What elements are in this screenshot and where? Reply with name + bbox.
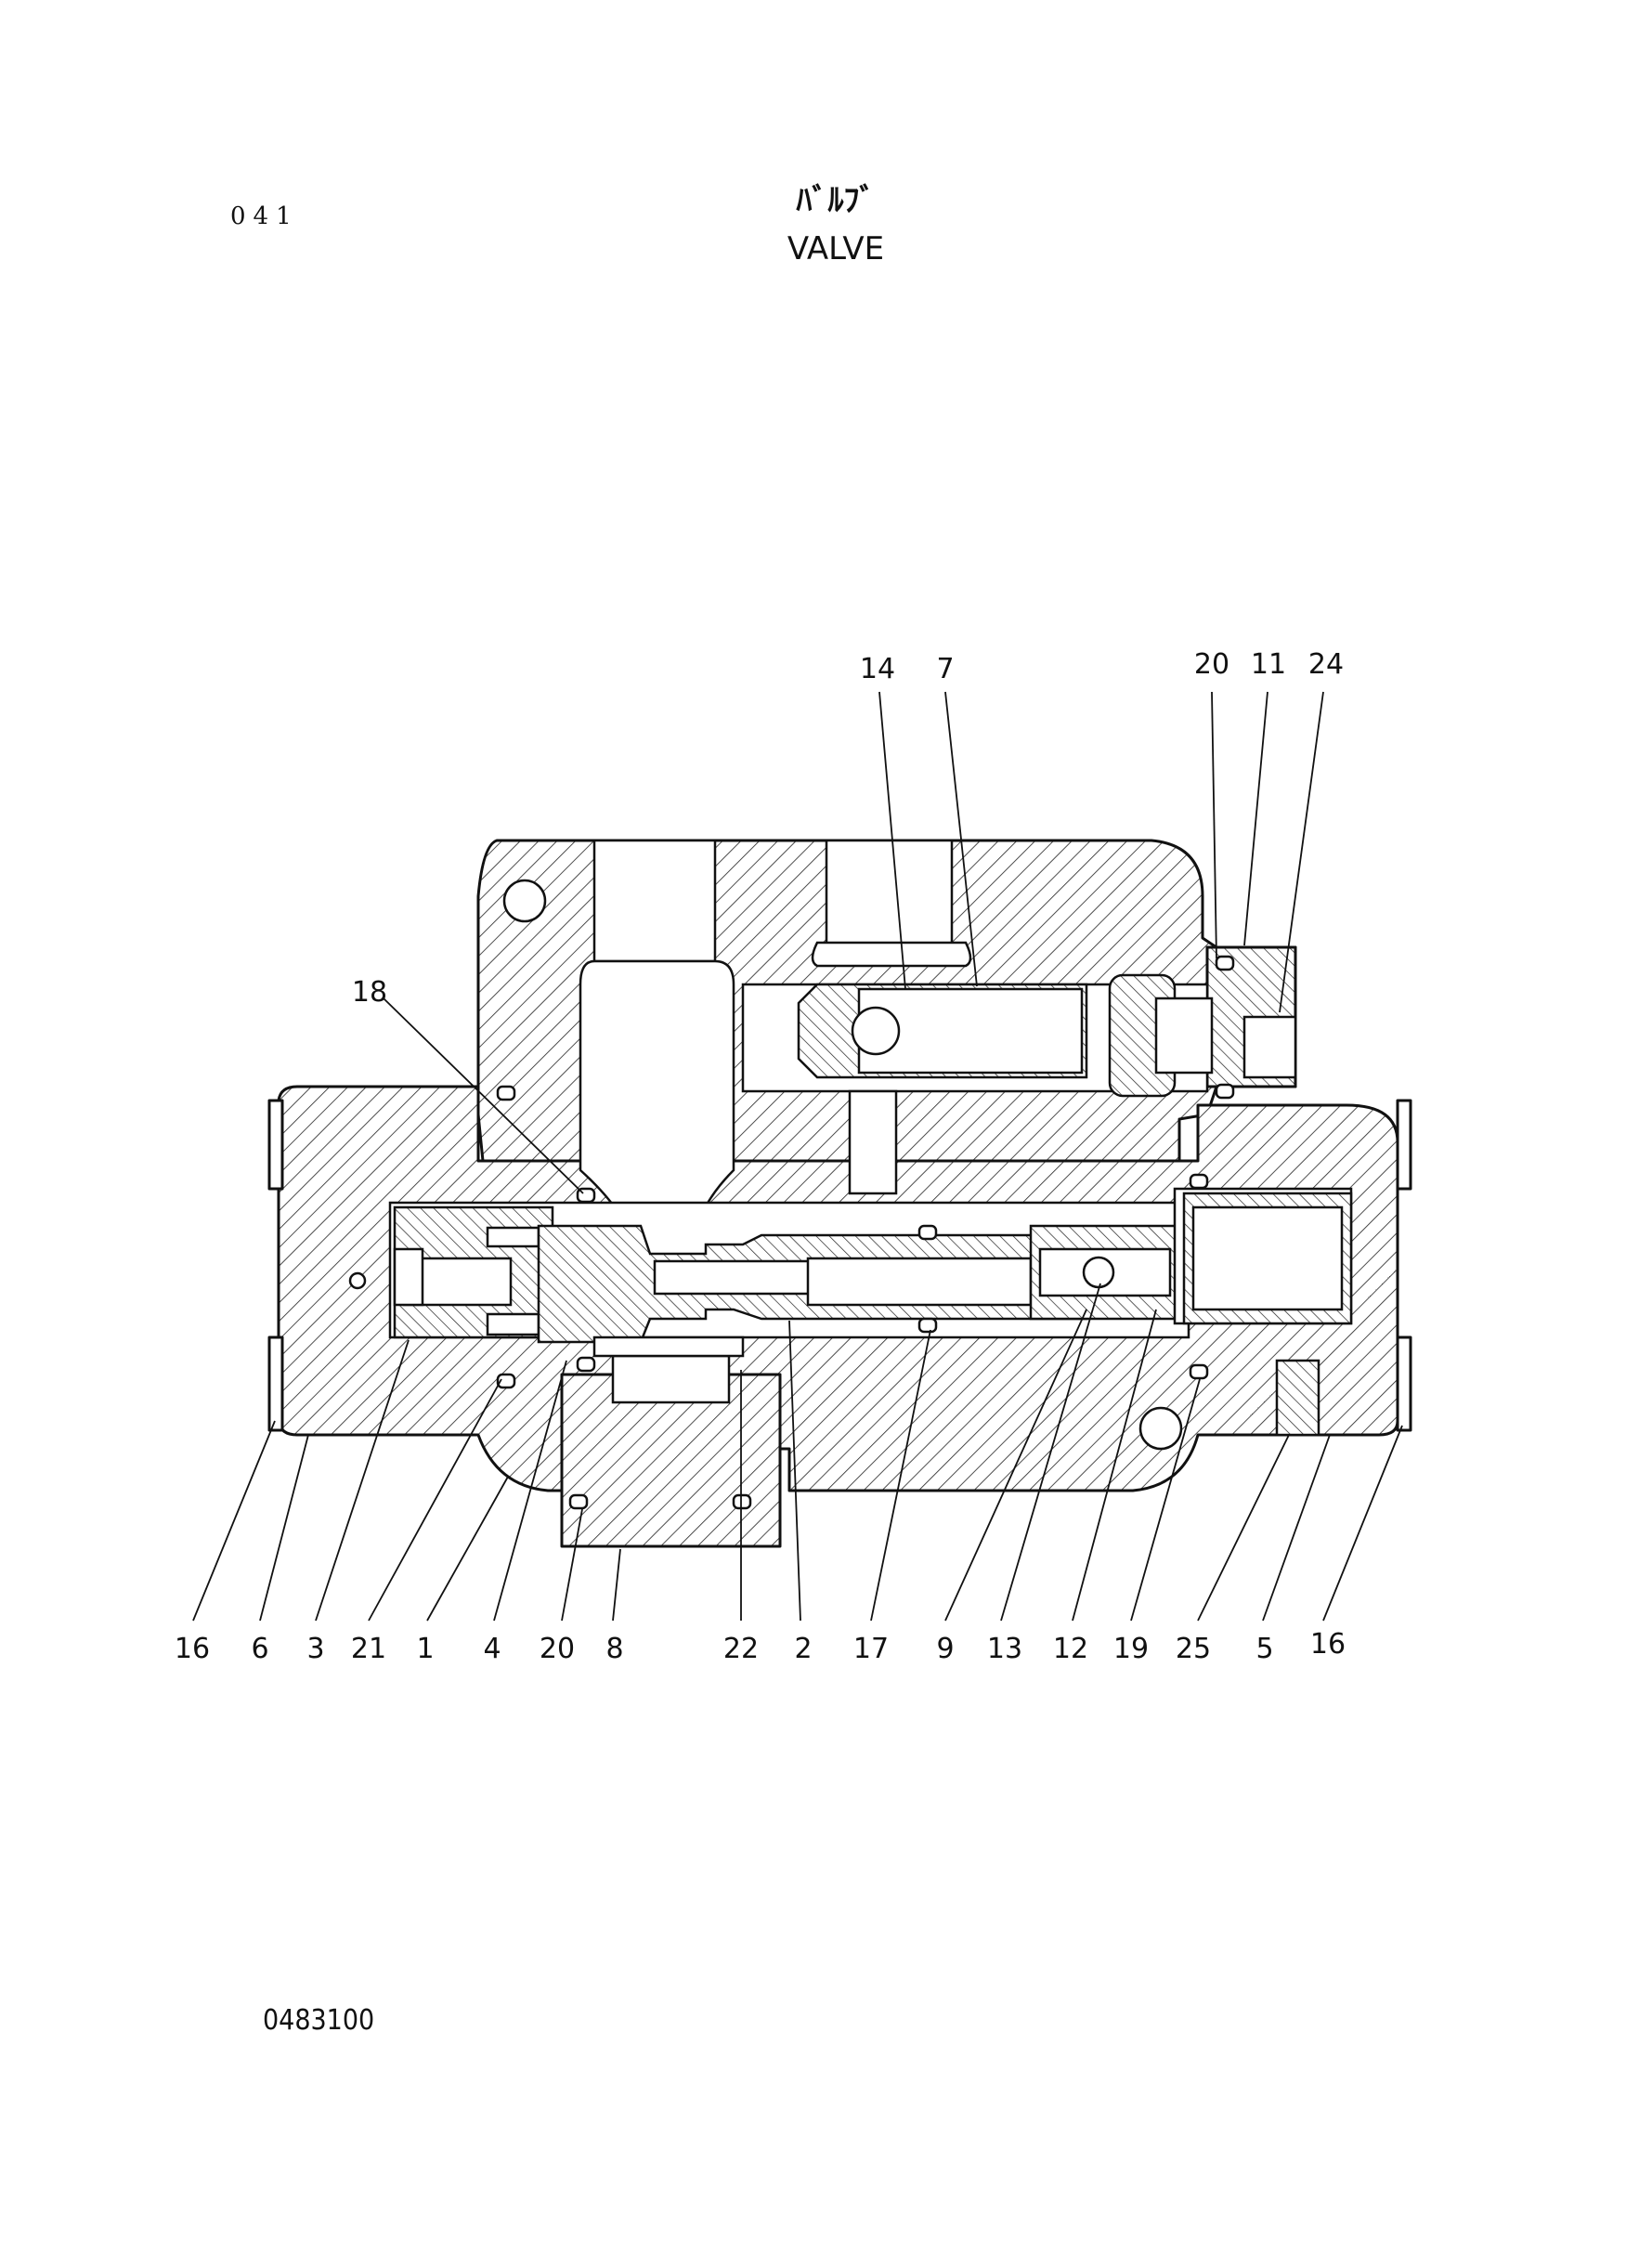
callout-bottom-21: 21 xyxy=(351,1633,386,1665)
callout-bottom-5: 5 xyxy=(1255,1633,1273,1665)
o-ring xyxy=(1189,1173,1209,1190)
left-ball xyxy=(348,1271,367,1290)
callout-bottom-6: 6 xyxy=(251,1633,268,1665)
callout-bottom-12: 12 xyxy=(1053,1633,1088,1665)
callout-bottom-16b: 16 xyxy=(1310,1628,1346,1661)
callout-bottom-22: 22 xyxy=(723,1633,759,1665)
spool-2-rod xyxy=(806,1257,1033,1307)
lower-port-neck xyxy=(592,1335,745,1358)
bolt-hole-lower-right xyxy=(1138,1406,1183,1451)
callout-left-18: 18 xyxy=(352,976,387,1009)
o-ring xyxy=(496,1085,516,1101)
callout-bottom-16: 16 xyxy=(175,1633,210,1665)
callout-top-7: 7 xyxy=(936,653,954,685)
left-plug-slot-bottom xyxy=(486,1312,540,1336)
o-ring xyxy=(917,1224,938,1241)
o-ring xyxy=(732,1493,752,1510)
right-plug-inner xyxy=(1191,1205,1344,1311)
callout-bottom-19: 19 xyxy=(1113,1633,1149,1665)
callout-bottom-4: 4 xyxy=(483,1633,501,1665)
port-neck xyxy=(811,941,972,968)
left-cap-top xyxy=(267,1099,284,1191)
left-plug-slot-top xyxy=(486,1226,540,1248)
o-ring xyxy=(496,1373,516,1389)
check-ball-13 xyxy=(1082,1256,1115,1289)
left-cap-bottom xyxy=(267,1335,284,1432)
port-upper-left xyxy=(592,839,717,963)
callout-bottom-8: 8 xyxy=(605,1633,623,1665)
callout-bottom-17: 17 xyxy=(853,1633,889,1665)
callout-top-14: 14 xyxy=(860,653,895,685)
bottom-plug xyxy=(560,1373,782,1548)
right-cap-bottom xyxy=(1396,1335,1412,1432)
callout-labels: 14 7 20 11 24 18 16 6 3 21 1 4 20 8 22 2… xyxy=(175,648,1346,1665)
o-ring xyxy=(1215,1083,1235,1100)
drawing-code: 0483100 xyxy=(263,2004,375,2037)
port-upper-middle xyxy=(825,839,954,954)
o-ring xyxy=(1189,1363,1209,1380)
o-ring xyxy=(917,1317,938,1334)
plunger-hole xyxy=(851,1006,901,1056)
callout-bottom-25: 25 xyxy=(1176,1633,1211,1665)
page-number: 041 xyxy=(230,202,299,230)
callout-bottom-2: 2 xyxy=(794,1633,812,1665)
callout-top-20: 20 xyxy=(1194,648,1229,681)
upper-cap-port xyxy=(1242,1015,1297,1079)
callout-bottom-13: 13 xyxy=(987,1633,1022,1665)
o-ring xyxy=(568,1493,589,1510)
upper-cap-bore xyxy=(1154,997,1214,1075)
bolt-hole-upper-left xyxy=(502,879,547,923)
o-rings xyxy=(496,955,1235,1510)
callout-bottom-3: 3 xyxy=(306,1633,324,1665)
o-ring xyxy=(1215,955,1235,971)
callout-top-24: 24 xyxy=(1308,648,1344,681)
leader-lines xyxy=(192,691,1403,1622)
right-cap-top xyxy=(1396,1099,1412,1191)
left-plug-cap xyxy=(393,1247,424,1307)
title-english: VALVE xyxy=(787,230,885,267)
internal-cavities xyxy=(348,839,1353,1451)
spool-center-bore xyxy=(653,1259,819,1296)
callout-bottom-20: 20 xyxy=(540,1633,575,1665)
callout-bottom-1: 1 xyxy=(416,1633,434,1665)
o-ring xyxy=(576,1356,596,1373)
lower-port xyxy=(611,1354,731,1404)
callout-top-11: 11 xyxy=(1251,648,1286,681)
callout-bottom-9: 9 xyxy=(936,1633,954,1665)
right-lower-port xyxy=(1275,1359,1320,1437)
title-japanese: ﾊﾞﾙﾌﾞ xyxy=(796,182,876,219)
vertical-passage xyxy=(848,1089,898,1195)
